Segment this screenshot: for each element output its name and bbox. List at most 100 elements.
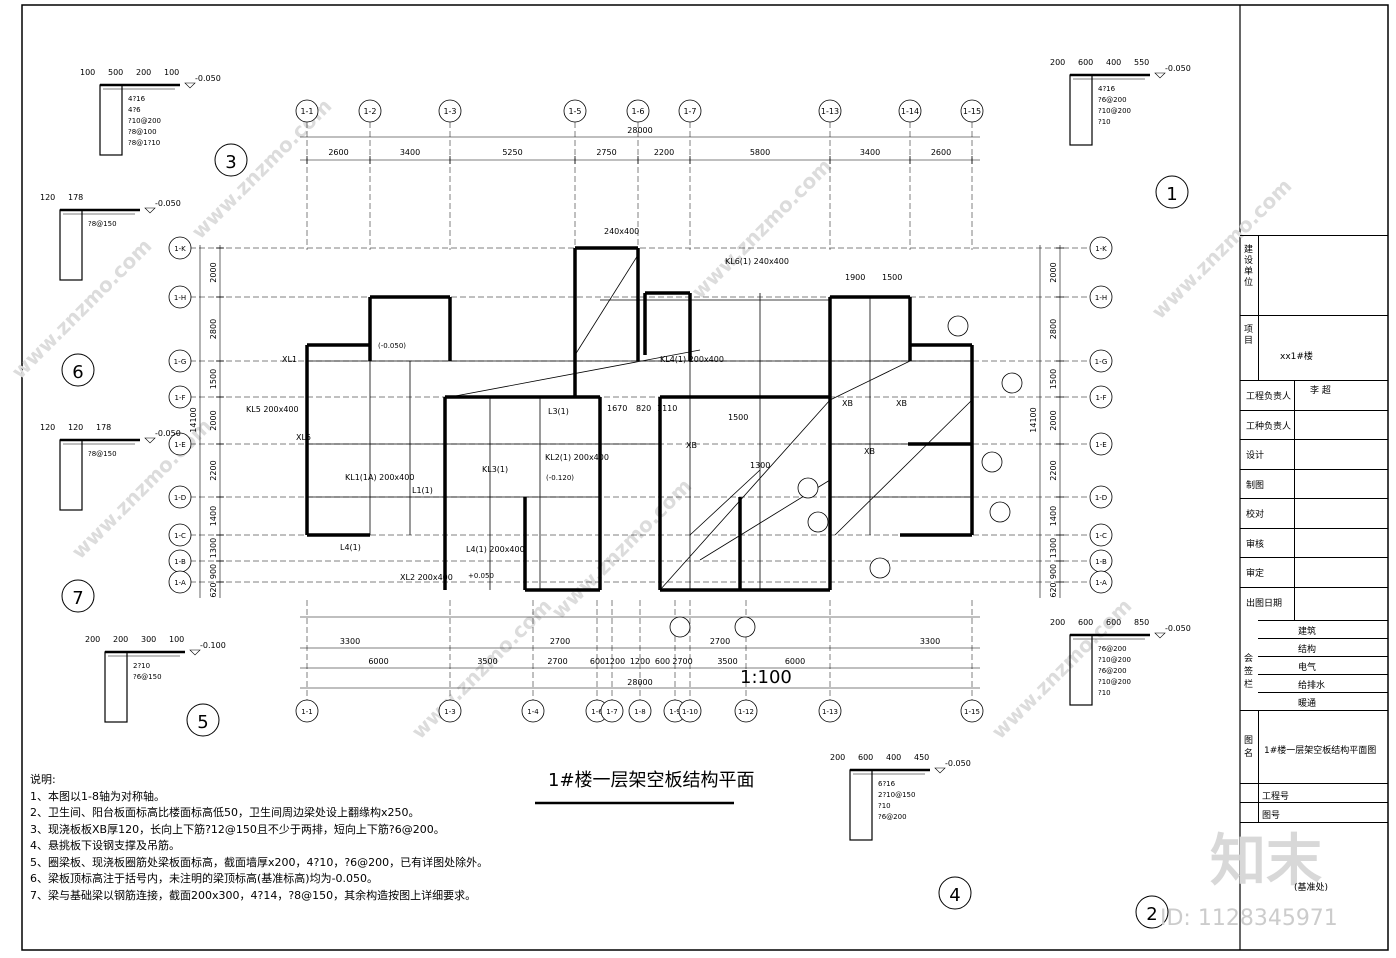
section-outline [59,439,83,511]
tb-hline [1240,527,1388,529]
slab-diagonal [689,469,761,536]
beam-line [449,349,701,398]
beam-label: KL3(1) [482,465,508,474]
tb-vline [1294,380,1295,620]
detail-level: -0.100 [200,641,226,650]
detail-circle [1135,895,1169,929]
project-value: xx1#楼 [1280,352,1313,362]
axis-label: 1-D [174,494,186,502]
detail-dim: 450 [914,753,929,762]
axis-label: 1-6 [631,107,644,116]
detail-rebar: ?10 [1098,689,1111,697]
tb-hline [1240,468,1388,470]
section-callout [797,477,819,499]
detail-level: -0.050 [155,429,181,438]
tb-vline [1258,235,1259,380]
tb-hline [1258,674,1388,675]
dim-text: 2750 [596,148,616,157]
axis-label: 1-15 [964,708,980,716]
axis-bubble [358,99,382,123]
dim-text: 2600 [328,148,348,157]
note-item: 1、本图以1-8轴为对称轴。 [30,789,165,803]
tb-hline [1258,692,1388,693]
detail-rebar: ?8@150 [88,220,117,228]
dim-text: 3300 [340,637,360,646]
client-label: 建设单位 [1244,245,1254,288]
detail-rebar: 2?10@150 [878,791,915,799]
watermark-text: www.znzmo.com [67,414,217,564]
drawing-name-label: 图名 [1244,736,1254,759]
level-label: (-0.120) [546,474,574,482]
detail-dim: 120 [40,423,55,432]
axis-label: 1-H [1095,294,1107,302]
detail-dim: 120 [40,193,55,202]
axis-bubble [734,699,758,723]
dim-text-total: 28000 [627,126,652,135]
axis-bubble [521,699,545,723]
detail-rebar: ?6@200 [1098,96,1127,104]
section-outline [104,651,128,723]
stamp-text: (基准处) [1294,881,1328,893]
drawing-no-label: 图号 [1262,811,1281,821]
detail-dim: 550 [1134,58,1149,67]
dim-text: 3500 [477,657,497,666]
axis-bubble [898,99,922,123]
tb-hline [1258,656,1388,657]
axis-bubble [168,236,192,260]
dim-text-total: 14100 [1029,407,1038,432]
dim-text: 2700 [710,637,730,646]
drawing-title: 1#楼一层架空板结构平面 [548,770,755,791]
beam-label: L4(1) [340,543,361,552]
detail-dim: 100 [80,68,95,77]
tb-hline [1240,315,1388,316]
detail-number: 5 [197,712,208,733]
tb-hline [1240,822,1388,823]
inner-dim: 1300 [750,461,770,470]
axis-label: 1-B [1095,558,1107,566]
detail-circle [938,876,972,910]
drawing-name-value: 1#楼一层架空板结构平面图 [1264,746,1377,756]
note-item: 5、圈梁板、现浇板圈筋处梁板面标高，截面墙厚x200，4?10，?6@200，已… [30,855,489,869]
axis-bubble [626,99,650,123]
axis-bubble [295,699,319,723]
beam-label: KL6(1) 240x400 [725,257,789,266]
slab-diagonal [834,399,973,536]
beam-label: KL4(1) 200x400 [660,355,724,364]
tb-row-label: 工种负责人 [1246,421,1292,432]
axis-label: 1-10 [682,708,698,716]
dim-text: 6000 [368,657,388,666]
detail-dim: 200 [113,635,128,644]
section-callout [981,451,1003,473]
countersign-item: 给排水 [1298,681,1326,691]
dim-text: 2000 [1049,410,1058,430]
inner-dim: 1670 [607,404,627,413]
axis-label: 1-3 [444,708,455,716]
inner-dim: 1900 [845,273,865,282]
detail-number: 1 [1166,184,1177,205]
tb-hline [1240,557,1388,558]
detail-circle [61,579,95,613]
detail-rebar: ?8@100 [128,128,157,136]
tb-row-value: 李 超 [1310,386,1331,396]
axis-bubble [960,699,984,723]
dim-text: 1400 [1049,506,1058,526]
axis-label: 1-13 [821,107,839,116]
inner-dim: 1500 [882,273,902,282]
dim-text: 6000 [785,657,805,666]
dim-text: 620 [1049,582,1058,597]
axis-bubble [1089,285,1113,309]
axis-label: 1-G [1095,358,1108,366]
detail-rebar: ?10@200 [1098,656,1131,664]
watermark-text: www.znzmo.com [687,154,837,304]
axis-label: 1-12 [738,708,754,716]
tb-hline [1240,498,1388,499]
dim-text: 600 [655,657,670,666]
axis-label: 1-G [174,358,187,366]
slab-diagonal [829,360,911,401]
axis-bubble [168,349,192,373]
